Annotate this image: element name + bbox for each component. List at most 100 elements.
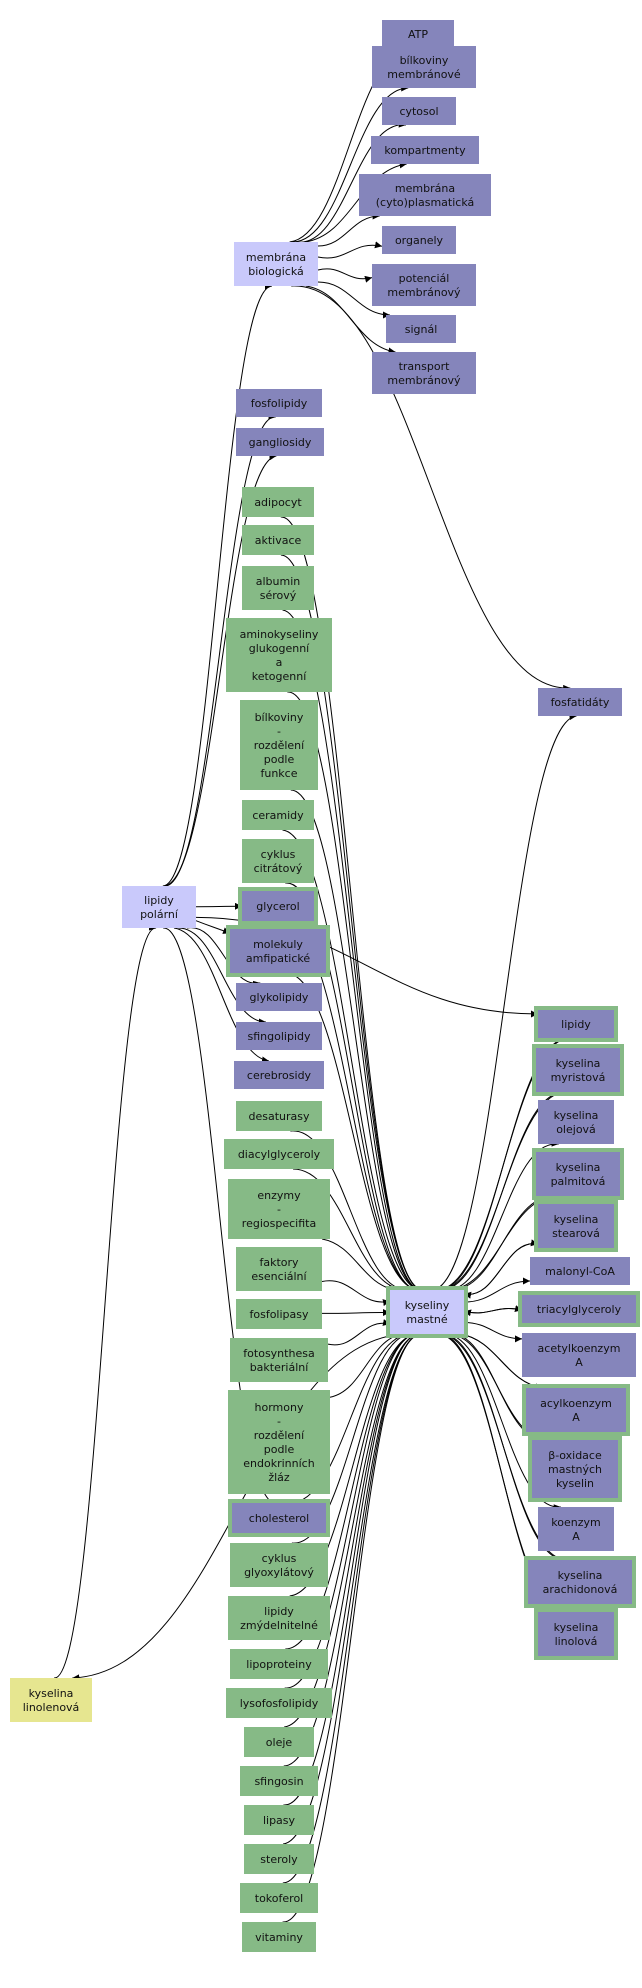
node-adipocyt[interactable]: adipocyt — [242, 487, 314, 517]
node-diacylglyceroly[interactable]: diacylglyceroly — [224, 1139, 334, 1169]
node-label: fosfolipidy — [251, 397, 308, 410]
node-box — [236, 1101, 322, 1131]
node-glycerol[interactable]: glycerol — [238, 887, 318, 925]
node-lipoproteiny[interactable]: lipoproteiny — [230, 1649, 328, 1679]
node-label: aminokyseliny — [240, 628, 319, 641]
node-aktivace[interactable]: aktivace — [242, 525, 314, 555]
node-vitaminy[interactable]: vitaminy — [242, 1922, 316, 1952]
node-sfingosin[interactable]: sfingosin — [240, 1766, 318, 1796]
node-lipidy[interactable]: lipidy — [534, 1006, 618, 1042]
node-gangliosidy[interactable]: gangliosidy — [236, 428, 324, 456]
node-label: membránový — [387, 374, 461, 387]
node-box — [530, 1257, 630, 1285]
node-box — [240, 1883, 318, 1913]
node-label: hormony — [255, 1401, 304, 1414]
node-ceramidy[interactable]: ceramidy — [242, 800, 314, 830]
node-tokoferol[interactable]: tokoferol — [240, 1883, 318, 1913]
node-box — [538, 1612, 614, 1656]
node-oleje[interactable]: oleje — [244, 1727, 314, 1757]
node-label: lipidy — [264, 1605, 294, 1618]
node-sfingolipidy[interactable]: sfingolipidy — [236, 1022, 322, 1050]
node-box — [382, 226, 456, 254]
node-label: kyselina — [554, 1109, 599, 1122]
node-label: mastné — [406, 1313, 447, 1326]
node-label: fosfatidáty — [551, 696, 610, 709]
node-desaturasy[interactable]: desaturasy — [236, 1101, 322, 1131]
node-box — [228, 1390, 330, 1494]
node-glykolipidy[interactable]: glykolipidy — [236, 983, 322, 1011]
node-fosfatidaty[interactable]: fosfatidáty — [538, 688, 622, 716]
node-box — [522, 1295, 636, 1323]
node-lysofosfolipidy[interactable]: lysofosfolipidy — [226, 1688, 332, 1718]
node-box — [230, 929, 326, 973]
node-cholesterol[interactable]: cholesterol — [228, 1499, 330, 1537]
node-label: ATP — [408, 28, 428, 41]
node-box — [242, 487, 314, 517]
node-box — [522, 1333, 636, 1377]
node-label: koenzym — [551, 1516, 600, 1529]
node-label: podle — [264, 1443, 295, 1456]
node-enzymy-regiospecifita[interactable]: enzymy-regiospecifita — [228, 1179, 330, 1239]
edge-lipidy-polarni-to-cerebrosidy — [173, 927, 270, 1064]
node-cerebrosidy[interactable]: cerebrosidy — [234, 1061, 324, 1089]
node-label: glycerol — [256, 900, 299, 913]
edge-desaturasy-to-kyseliny-mastne — [290, 1130, 411, 1295]
node-label: kyseliny — [405, 1299, 450, 1312]
node-malonyl-coa[interactable]: malonyl-CoA — [530, 1257, 630, 1285]
node-lipasy[interactable]: lipasy — [244, 1805, 314, 1835]
node-box — [234, 242, 318, 286]
node-membrana-cytoplasmaticka[interactable]: membrána(cyto)plasmatická — [359, 174, 491, 216]
node-box — [538, 688, 622, 716]
node-fosfolipidy[interactable]: fosfolipidy — [236, 389, 322, 417]
node-label: acetylkoenzym — [538, 1342, 621, 1355]
node-organely[interactable]: organely — [382, 226, 456, 254]
node-label: acylkoenzym — [540, 1397, 612, 1410]
node-label: stearová — [552, 1227, 600, 1240]
node-label: membránový — [387, 286, 461, 299]
node-kompartmenty[interactable]: kompartmenty — [371, 136, 479, 164]
node-cytosol[interactable]: cytosol — [382, 97, 456, 125]
edge-membrana-biologicka-to-kompartmenty — [304, 161, 407, 243]
node-label: sfingosin — [254, 1775, 303, 1788]
node-box — [236, 1247, 322, 1291]
node-label: lipidy — [561, 1018, 591, 1031]
node-atp[interactable]: ATP — [382, 20, 454, 48]
node-signal[interactable]: signál — [386, 315, 456, 343]
edge-lipidy-polarni-to-sfingolipidy — [178, 927, 266, 1026]
edge-membrana-biologicka-to-cytosol — [296, 120, 406, 243]
node-steroly[interactable]: steroly — [244, 1844, 314, 1874]
node-box — [532, 1440, 618, 1498]
node-triacylglyceroly[interactable]: triacylglyceroly — [518, 1291, 640, 1327]
node-label: žláz — [268, 1471, 290, 1484]
node-fosfolipasy[interactable]: fosfolipasy — [236, 1299, 322, 1329]
node-label: lipoproteiny — [246, 1658, 312, 1671]
node-box — [244, 1844, 314, 1874]
